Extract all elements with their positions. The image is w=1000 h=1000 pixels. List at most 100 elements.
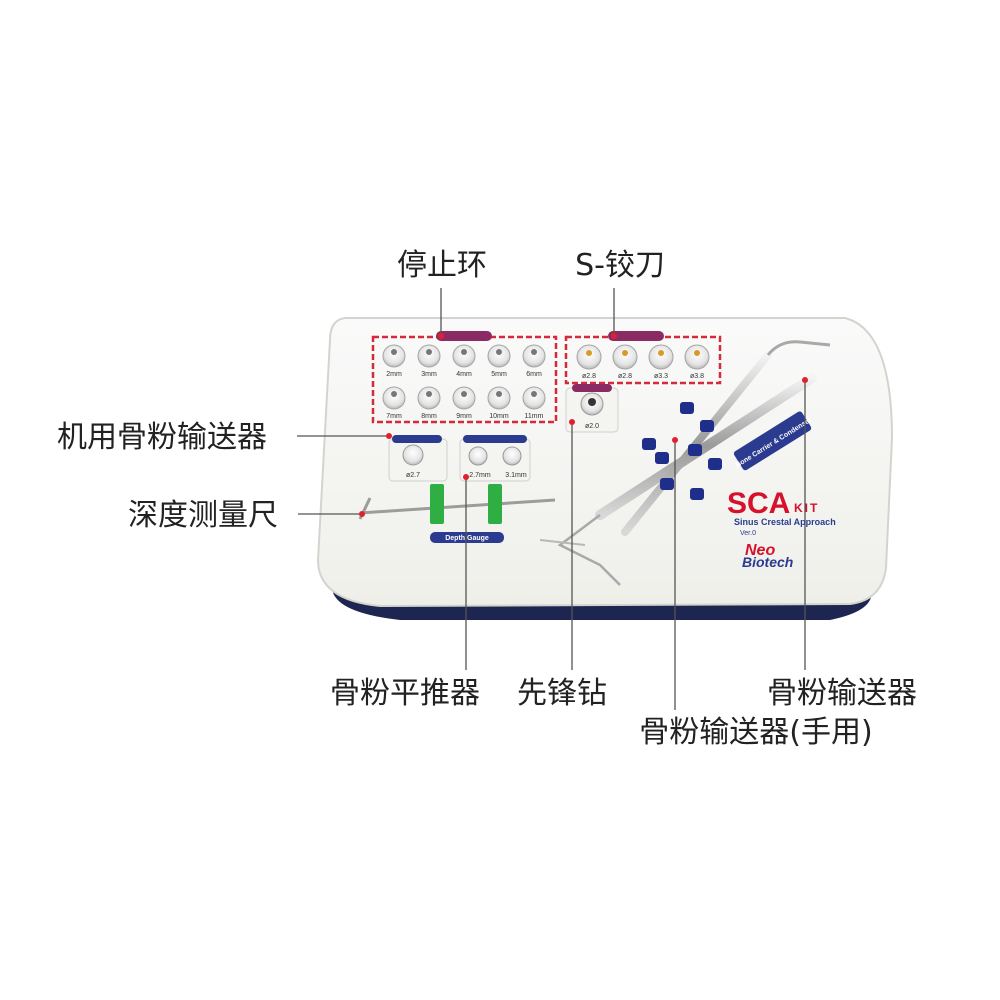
carrier-label-band [733, 411, 812, 471]
green-clip-1 [430, 484, 444, 524]
callout-dots [359, 333, 808, 517]
reamer-title-tag [608, 331, 664, 341]
reamer-3-cup [648, 344, 674, 370]
dot-carrier [802, 377, 808, 383]
reamer-4-post [694, 350, 700, 356]
pilot-drill-size: ø2.0 [585, 423, 599, 430]
stopper-2mm: 2mm [382, 344, 406, 378]
stopper-6mm-post [531, 349, 537, 355]
stopper-2mm-post [391, 349, 397, 355]
brand: SCA KIT Sinus Crestal Approach Ver.0 Neo… [727, 487, 836, 570]
stopper-10mm-post [496, 391, 502, 397]
stopper-7mm-cup [382, 386, 406, 410]
callout-stop-ring: 停止环 [397, 248, 487, 283]
bone-spreader-cup-1 [468, 446, 488, 466]
dot-depth-gauge [359, 511, 365, 517]
stopper-8mm-cup [417, 386, 441, 410]
stopper-9mm-label: 9mm [456, 413, 472, 420]
reamer-4-label: ø3.8 [690, 373, 704, 380]
bone-inserter-cup [402, 444, 424, 466]
bone-spreader-section: 2.7mm 3.1mm [459, 435, 531, 482]
reamer-row: ø2.8 ø2.8 ø3.3 ø3.8 [576, 344, 710, 380]
stopper-row-2: 7mm 8mm 9mm 10mm 11mm [382, 386, 546, 420]
reamer-1-label: ø2.8 [582, 373, 596, 380]
stopper-7mm-label: 7mm [386, 413, 402, 420]
bone-spreader-tag [463, 435, 527, 443]
stopper-3mm: 3mm [417, 344, 441, 378]
stopper-section: 2mm 3mm 4mm 5mm 6mm 7mm 8mm 9mm 10mm 11mm [371, 331, 558, 424]
reamer-1-post [586, 350, 592, 356]
stopper-11mm-cup [522, 386, 546, 410]
reamer-section: ø2.8 ø2.8 ø3.3 ø3.8 [564, 331, 722, 385]
green-clip-2 [488, 484, 502, 524]
pilot-drill-section: ø2.0 [565, 384, 619, 433]
dot-stop-ring [438, 333, 444, 339]
stopper-2mm-label: 2mm [386, 371, 402, 378]
stopper-row-1: 2mm 3mm 4mm 5mm 6mm [382, 344, 546, 378]
stopper-7mm: 7mm [382, 386, 406, 420]
stopper-5mm-post [496, 349, 502, 355]
callout-depth-gauge: 深度测量尺 [128, 498, 278, 533]
dot-condenser [463, 474, 469, 480]
reamer-2-post [622, 350, 628, 356]
bone-inserter-section: ø2.7 [388, 435, 448, 482]
carrier-handle-1 [595, 373, 817, 520]
stopper-title-tag [436, 331, 492, 341]
stopper-6mm-cup [522, 344, 546, 368]
grip-blue-4 [688, 444, 702, 456]
brand-full-name: Sinus Crestal Approach [734, 517, 836, 527]
stopper-5mm-cup [487, 344, 511, 368]
grip-blue-1 [680, 402, 694, 414]
stopper-6mm: 6mm [522, 344, 546, 378]
stopper-3mm-post [426, 349, 432, 355]
bone-inserter-size: ø2.7 [406, 472, 420, 479]
callout-carrier-hand: 骨粉输送器(手用) [639, 715, 872, 750]
stopper-8mm-label: 8mm [421, 413, 437, 420]
stopper-3mm-label: 3mm [421, 371, 437, 378]
stopper-10mm-label: 10mm [489, 413, 509, 420]
condenser-wire [557, 514, 621, 586]
depth-gauge-rod [359, 498, 556, 515]
dot-s-reamer [611, 333, 617, 339]
callout-carrier: 骨粉输送器 [767, 676, 917, 711]
maker-line-1: Neo [745, 542, 775, 559]
stopper-4mm-cup [452, 344, 476, 368]
reamer-4-cup [684, 344, 710, 370]
callout-pilot-drill: 先锋钻 [517, 676, 607, 711]
stopper-9mm-post [461, 391, 467, 397]
stopper-3mm-cup [417, 344, 441, 368]
grip-blue-7 [660, 478, 674, 490]
reamer-2: ø2.8 [612, 344, 638, 380]
stopper-9mm-cup [452, 386, 476, 410]
grip-blue-8 [690, 488, 704, 500]
pilot-drill-tag [572, 384, 612, 392]
bone-spreader-size-1: 2.7mm [469, 472, 491, 479]
depth-gauge-label-tag [430, 532, 504, 543]
stopper-11mm-label: 11mm [525, 413, 544, 420]
stopper-4mm-post [461, 349, 467, 355]
stopper-5mm: 5mm [487, 344, 511, 378]
bone-inserter-tag [392, 435, 442, 443]
stopper-9mm: 9mm [452, 386, 476, 420]
reamer-1: ø2.8 [576, 344, 602, 380]
callout-machine-carrier: 机用骨粉输送器 [57, 420, 267, 455]
grip-blue-3 [642, 438, 656, 450]
grip-blue-5 [655, 452, 669, 464]
stopper-4mm-label: 4mm [456, 371, 472, 378]
stopper-4mm: 4mm [452, 344, 476, 378]
stopper-11mm: 11mm [522, 386, 546, 420]
reamer-3: ø3.3 [648, 344, 674, 380]
bone-spreader-cup-2 [502, 446, 522, 466]
stopper-2mm-cup [382, 344, 406, 368]
grip-blue-2 [700, 420, 714, 432]
reamer-2-cup [612, 344, 638, 370]
stopper-5mm-label: 5mm [491, 371, 507, 378]
reamer-4: ø3.8 [684, 344, 710, 380]
stopper-10mm: 10mm [487, 386, 511, 420]
maker-line-2: Biotech [742, 554, 793, 570]
stopper-11mm-post [531, 391, 537, 397]
brand-version: Ver.0 [740, 530, 756, 537]
reamer-3-post [658, 350, 664, 356]
brand-sub: KIT [794, 501, 819, 515]
dot-pilot-drill [569, 419, 575, 425]
